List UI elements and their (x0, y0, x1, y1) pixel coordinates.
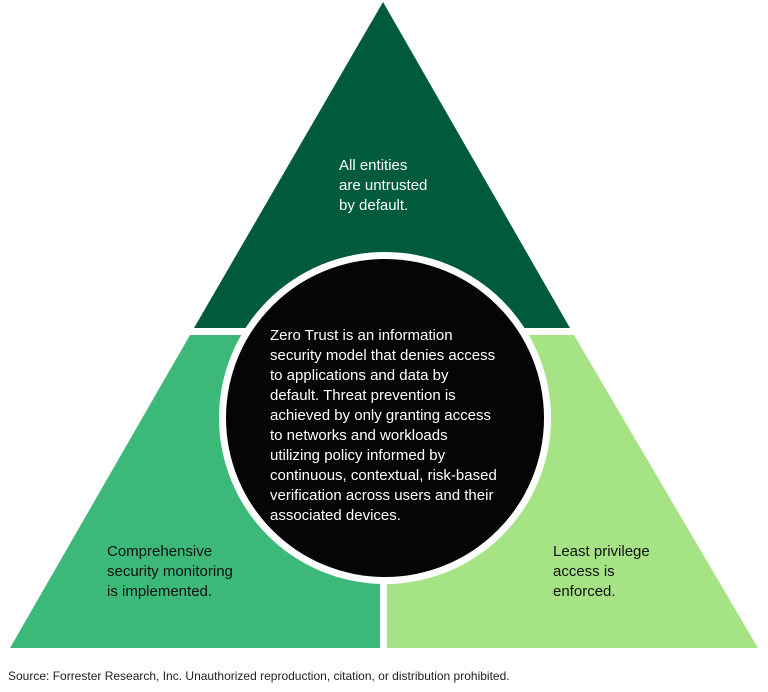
center-line-2: security model that denies access (270, 347, 495, 364)
center-line-1: Zero Trust is an information (270, 327, 453, 344)
top-line-2: are untrusted (339, 177, 427, 194)
bottom-left-line-3: is implemented. (107, 583, 212, 600)
bottom-left-line-2: security monitoring (107, 563, 233, 580)
center-line-3: to applications and data by (270, 367, 449, 384)
segment-top (194, 2, 570, 328)
bottom-right-line-1: Least privilege (553, 543, 650, 560)
source-caption: Source: Forrester Research, Inc. Unautho… (8, 669, 510, 683)
center-line-8: continuous, contextual, risk-based (270, 467, 497, 484)
top-line-1: All entities (339, 157, 407, 174)
top-segment-text: All entities are untrusted by default. (339, 157, 432, 214)
center-definition-text: Zero Trust is an information security mo… (270, 327, 501, 524)
center-line-4: default. Threat prevention is (270, 387, 456, 404)
center-line-6: to networks and workloads (270, 427, 448, 444)
center-line-7: utilizing policy informed by (270, 447, 446, 464)
center-line-10: associated devices. (270, 507, 401, 524)
bottom-right-line-2: access is (553, 563, 615, 580)
bottom-left-segment-text: Comprehensive security monitoring is imp… (107, 543, 237, 600)
bottom-left-line-1: Comprehensive (107, 543, 212, 560)
center-line-5: achieved by only granting access (270, 407, 491, 424)
center-line-9: verification across users and their (270, 487, 493, 504)
top-line-3: by default. (339, 197, 408, 214)
center-circle (226, 259, 544, 577)
bottom-right-segment-text: Least privilege access is enforced. (553, 543, 654, 600)
bottom-right-line-3: enforced. (553, 583, 616, 600)
